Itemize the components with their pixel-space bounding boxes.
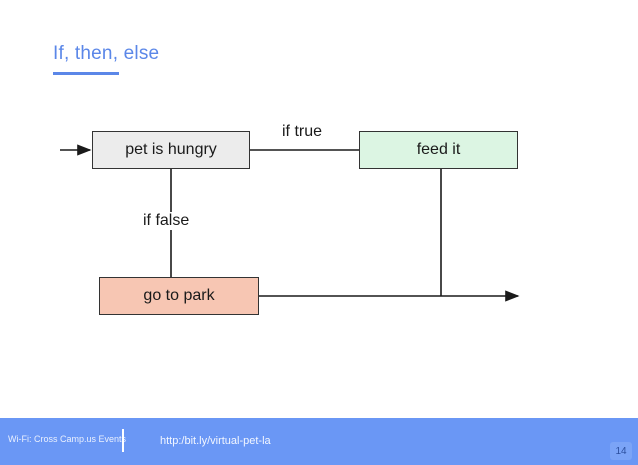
footer-url-text: http:/bit.ly/virtual-pet-la: [160, 435, 271, 447]
page-title: If, then, else: [53, 43, 160, 64]
edge-label-if-true: if true: [279, 123, 326, 141]
flowchart-node-false-branch[interactable]: go to park: [99, 277, 259, 315]
flowchart-diagram: pet is hungry feed it go to park if true…: [60, 123, 520, 315]
slide-title-block: If, then, else: [53, 42, 159, 75]
flowchart-node-true-branch-label: feed it: [416, 141, 461, 158]
slide-footer: Wi-Fi: Cross Camp.us Events http:/bit.ly…: [0, 418, 638, 465]
flowchart-connectors: [60, 144, 520, 302]
flowchart-node-condition[interactable]: pet is hungry: [92, 131, 250, 169]
footer-divider: [122, 429, 124, 452]
flowchart-node-false-branch-label: go to park: [143, 287, 215, 304]
slide-number-badge: 14: [610, 442, 632, 460]
title-underline: [53, 72, 119, 75]
flowchart-node-condition-label: pet is hungry: [125, 141, 217, 158]
flowchart-node-true-branch[interactable]: feed it: [359, 131, 518, 169]
footer-wifi-text: Wi-Fi: Cross Camp.us Events: [8, 434, 127, 444]
edge-label-if-false: if false: [140, 212, 193, 230]
